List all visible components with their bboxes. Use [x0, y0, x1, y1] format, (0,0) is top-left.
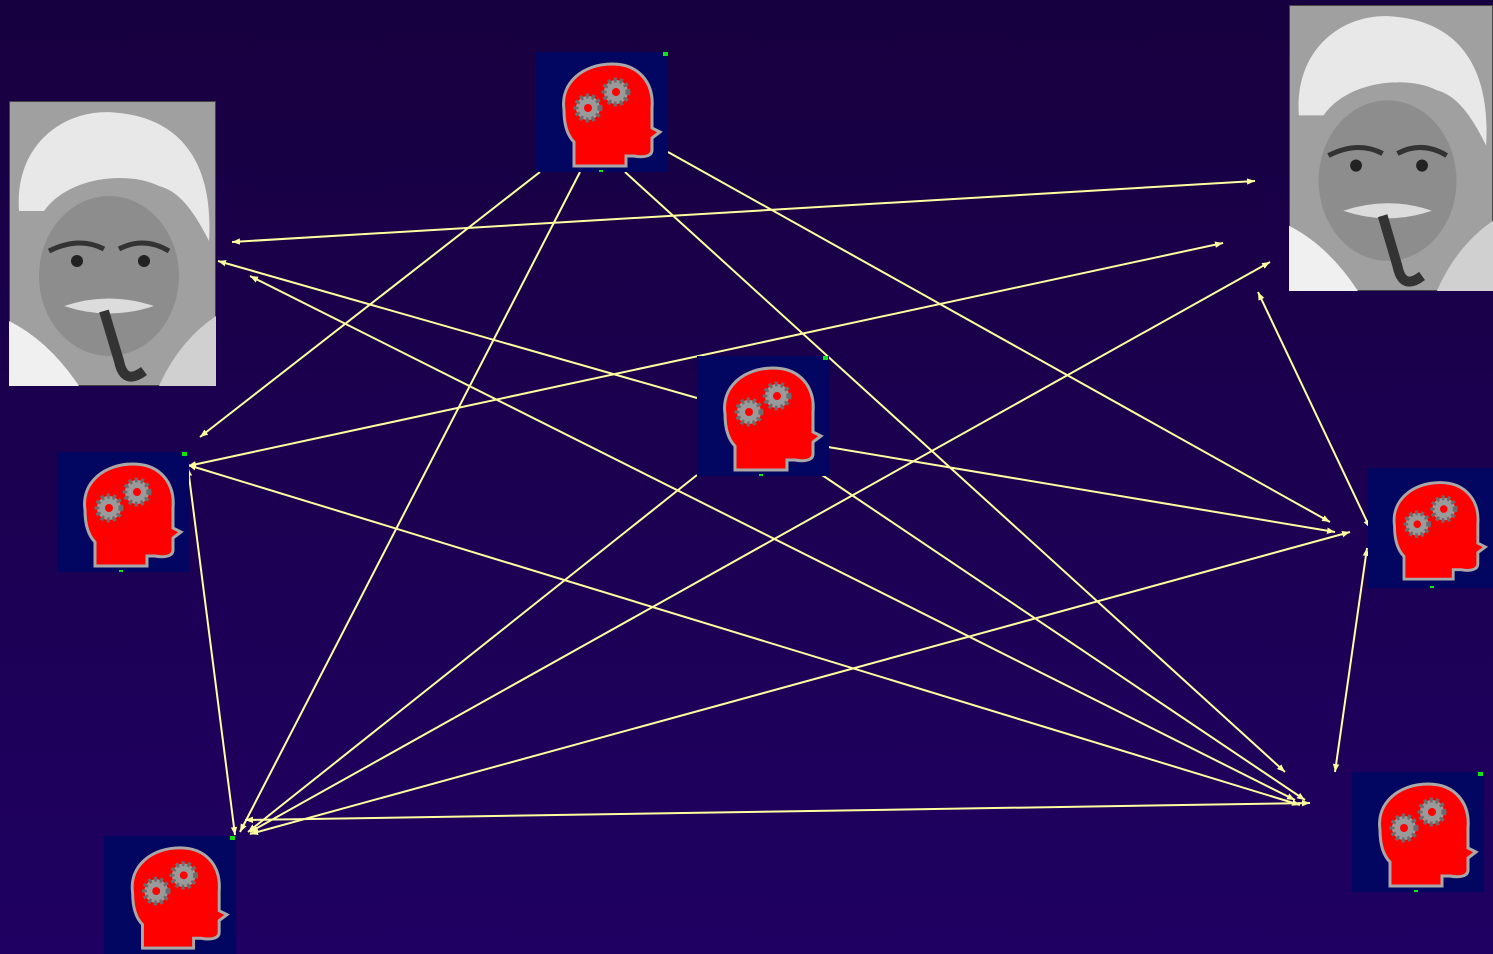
head-gears-icon — [1378, 782, 1479, 888]
status-marker — [182, 452, 187, 456]
edge-head-center-to-photo-left — [217, 260, 698, 399]
edge-photo-left-to-head-bottom-right — [249, 275, 1296, 801]
node-head-center — [697, 356, 829, 476]
status-dot — [1430, 586, 1434, 588]
status-dot — [1414, 890, 1418, 892]
status-dot — [599, 170, 603, 172]
node-photo-right — [1289, 5, 1493, 291]
edge-head-bottom-left-to-head-right — [249, 531, 1351, 835]
edge-head-center-to-head-bottom-left — [247, 474, 698, 833]
edge-head-right-to-head-bottom-right — [1332, 547, 1370, 773]
edge-photo-right-to-head-right — [1257, 291, 1371, 529]
edge-head-center-to-head-bottom-right — [821, 474, 1306, 801]
status-marker — [663, 52, 668, 56]
node-head-left — [57, 452, 189, 572]
edge-head-bottom-left-to-photo-right — [249, 261, 1271, 833]
edges-group — [185, 151, 1371, 836]
head-gears-icon — [130, 846, 230, 950]
edge-head-left-to-head-bottom-left — [185, 467, 238, 836]
edge-head-top-to-head-bottom-left — [239, 171, 581, 833]
status-marker — [823, 356, 828, 360]
head-gears-icon — [83, 462, 184, 568]
node-head-bottom-left — [104, 836, 236, 954]
head-gears-icon — [1392, 481, 1489, 581]
status-dot — [759, 474, 763, 476]
node-head-top — [536, 52, 668, 172]
edge-head-bottom-left-to-head-bottom-right — [244, 799, 1311, 824]
portrait-photo-icon — [9, 101, 216, 386]
status-marker — [1478, 772, 1483, 776]
node-head-right — [1368, 468, 1493, 588]
head-gears-icon — [562, 62, 663, 168]
node-photo-left — [9, 101, 216, 386]
edge-photo-left-to-photo-right — [231, 178, 1256, 245]
head-gears-icon — [723, 366, 824, 472]
edge-head-center-to-head-right — [827, 446, 1336, 534]
status-marker — [230, 836, 235, 840]
node-head-bottom-right — [1352, 772, 1484, 892]
status-dot — [119, 570, 123, 572]
portrait-photo-icon — [1289, 5, 1493, 291]
